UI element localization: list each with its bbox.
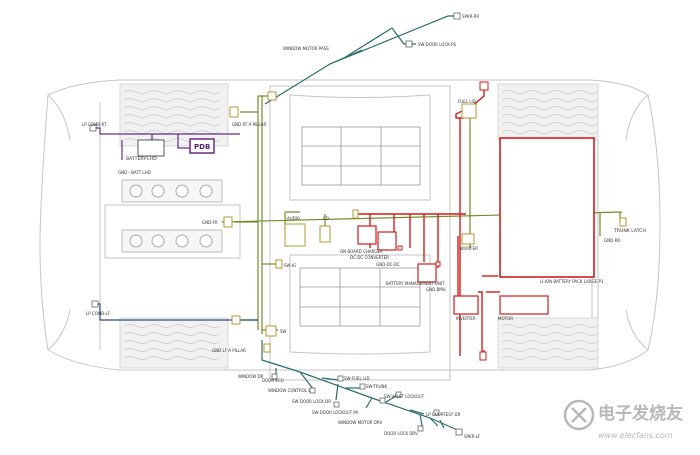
wheel-well-rl — [497, 317, 599, 369]
label-sw-door-lock-dr: SW-DOOR LOCK DR — [292, 399, 331, 404]
label-gnd-rt-a-pillar: GND RT A PILLAR — [232, 122, 267, 127]
label-battery-management-unit: BATTERY MANAGEMENT UNIT — [386, 281, 445, 286]
label-spkr-rr: SPKR-RR — [462, 14, 479, 19]
woofer-box — [461, 233, 475, 245]
wheel-well-fl — [119, 317, 229, 369]
label-sw-door-lock-ps: SW-DOOR LOCK PS — [418, 42, 457, 47]
label-battery-lhd: BATTERY-LHD — [126, 156, 157, 162]
label-window-motor-pass: WINDOW MOTOR PASS — [283, 46, 329, 51]
label-gnd-fr: GND-FR — [202, 220, 218, 225]
cd-box — [319, 225, 331, 243]
watermark-url: www.elecfans.com — [598, 431, 673, 440]
label-door-lock-drv: DOOR LOCK DRV — [384, 431, 418, 436]
audio-box — [284, 223, 306, 247]
label-sw: SW — [280, 329, 287, 334]
label-lp-comb-rt: LP COMB-RT — [82, 122, 107, 127]
watermark: 电子发烧友 www.elecfans.com — [563, 399, 683, 440]
label-lp-comb-lf: LP COMB-LF — [86, 311, 111, 316]
connector-markers — [89, 12, 463, 436]
label-trunk-latch: TRUNK LATCH — [613, 228, 646, 234]
label-gnd-batt-lhd: GND - BATT LHD — [118, 170, 151, 175]
label-spkr-lf: SPKR-LF — [464, 434, 481, 439]
seat-grid-right — [301, 126, 421, 186]
label-cd: CD — [323, 216, 329, 221]
fuel-lid-box — [461, 103, 477, 119]
label-sw-door-lockout-pa: SW-DOOR LOCKOUT PA — [312, 410, 359, 415]
label-gnd-dc-dc: GND-DC-DC — [376, 262, 400, 267]
label-gnd-rr: GND-RR — [604, 238, 620, 243]
label-gnd-lf-a-pillar: GND LF A PILLAR — [212, 348, 246, 353]
label-dc-dc-converter: DC-DC CONVERTER — [350, 255, 389, 260]
olive-connectors — [223, 91, 627, 353]
label-sw-valet-lockout: SW-VALET LOCKOUT — [384, 394, 425, 399]
harness-rear-right — [264, 15, 454, 105]
label-sw-ig: SW-IG — [284, 263, 296, 268]
pdb-box — [189, 138, 215, 154]
label-lp-courtesy-dr: LP COURTESY DR — [426, 412, 461, 417]
label-fuel-lid: FUEL LID — [458, 99, 476, 104]
pdb-label: PDB — [194, 143, 210, 151]
wheel-well-rr — [497, 83, 599, 141]
harness-pdb — [96, 127, 240, 160]
harness-lp-comb-lf — [98, 303, 258, 321]
label-window-motor-drv: WINDOW MOTOR DRV — [338, 420, 382, 425]
label-on-board-charger: ON BOARD CHARGER — [340, 249, 383, 254]
label-li-ion-battery-pack: LI-ION BATTERY PACK LARGE P1 — [540, 279, 604, 284]
harness-hv — [356, 86, 500, 356]
label-motor: MOTOR — [498, 316, 513, 321]
battery-lhd-box — [137, 139, 165, 157]
component-labels: SPKR-RR WINDOW MOTOR PASS SW-DOOR LOCK P… — [82, 14, 646, 439]
wheel-well-fr — [119, 83, 229, 147]
label-woofer: WOOFER — [460, 246, 478, 251]
label-inverter: INVERTER — [456, 316, 476, 321]
seat-grid-left — [299, 267, 421, 327]
watermark-logo-icon — [563, 399, 595, 431]
label-audio: AUDIO — [287, 216, 300, 221]
label-sw-fuel-lid: SW-FUEL LID — [344, 376, 370, 381]
front-module-bottom — [121, 229, 223, 253]
watermark-brand: 电子发烧友 — [598, 403, 683, 424]
label-door-ecu: DOOR ECU — [262, 378, 284, 383]
label-sw-trunk: SW-TRUNK — [366, 384, 388, 389]
label-window-dr: WINDOW DR — [238, 374, 264, 379]
hv-components — [357, 81, 595, 361]
label-window-control-l: WINDOW CONTROL L — [268, 388, 311, 393]
label-gnd-bmu: GND BMU — [426, 287, 446, 292]
front-module-top — [121, 179, 223, 203]
